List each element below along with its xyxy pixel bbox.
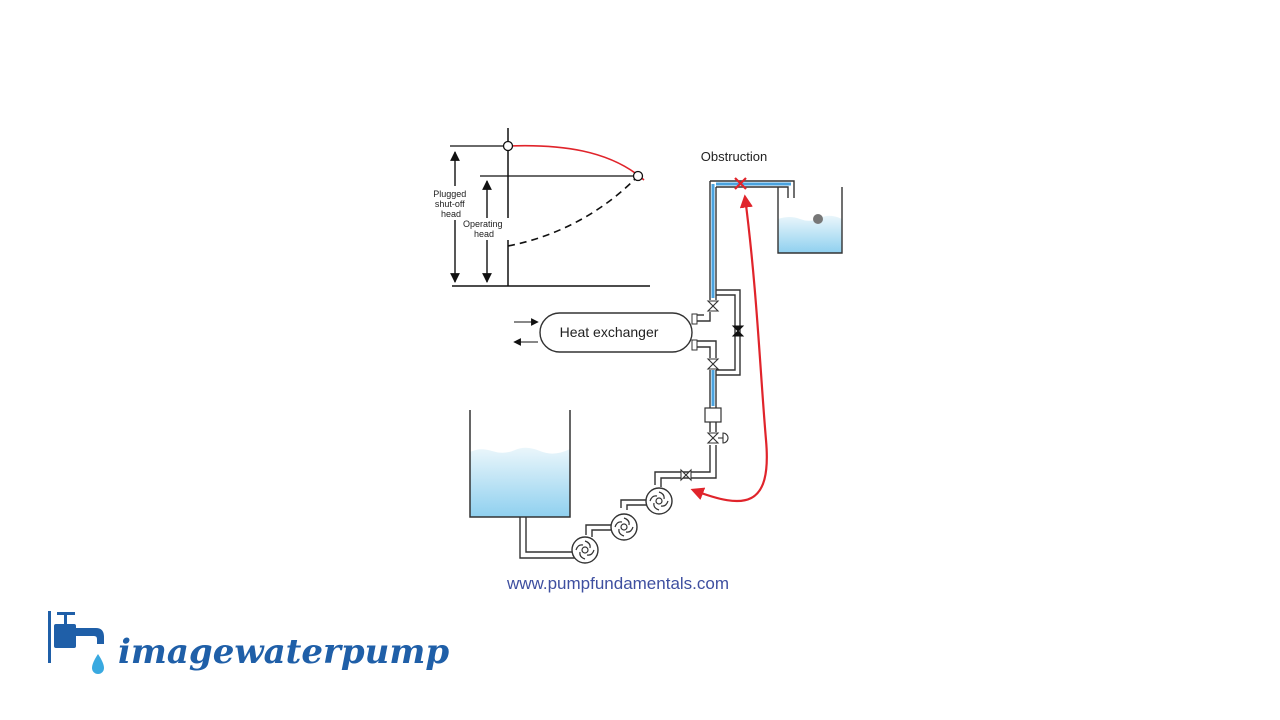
red-feedback-arrow [690,194,768,503]
operating-label-line2: head [474,229,494,239]
obstruction-x-icon [734,177,747,190]
operating-point-marker [632,170,644,182]
logo-text: imagewaterpump [118,632,449,672]
operating-label-line1: Operating [463,219,503,229]
heat-exchanger-label: Heat exchanger [560,324,659,340]
obstruction-label: Obstruction [701,149,767,164]
supply-tank [469,410,578,559]
website-url-text: www.pumpfundamentals.com [506,574,729,593]
pump-1-icon [571,536,599,564]
operating-head-label: Operating head [463,219,505,239]
heat-exchanger: Heat exchanger [513,312,698,353]
pump-curve-red [507,144,645,181]
hx-flange-upper [691,313,698,325]
upper-isolation-valve-icon [706,300,720,312]
pump-3-icon [645,487,673,515]
shutoff-point-marker [502,140,514,152]
destination-tank-water [778,215,842,253]
flow-meter-box [704,407,722,423]
brand-logo: imagewaterpump [48,611,449,674]
obstruction-marker: Obstruction [701,149,767,190]
destination-tank-walls [777,187,843,254]
pump-2-icon [610,513,638,541]
plugged-shutoff-head-label: Plugged shut-off head [433,189,469,219]
float-ball-icon [813,214,823,224]
hx-flange-lower [691,339,698,351]
system-curve-dashed [507,175,639,247]
destination-tank [777,187,843,254]
supply-tank-water [470,447,570,517]
faucet-drop-icon [48,611,104,674]
plugged-label-line2: shut-off [435,199,465,209]
plugged-label-line3: head [441,209,461,219]
lower-isolation-valve-icon [706,358,720,370]
discharge-piping [680,180,795,482]
head-curve-graph: Plugged shut-off head Operating head [428,128,650,287]
control-valve-icon [706,432,729,444]
plugged-label-line1: Plugged [433,189,466,199]
pump-train [571,471,690,564]
